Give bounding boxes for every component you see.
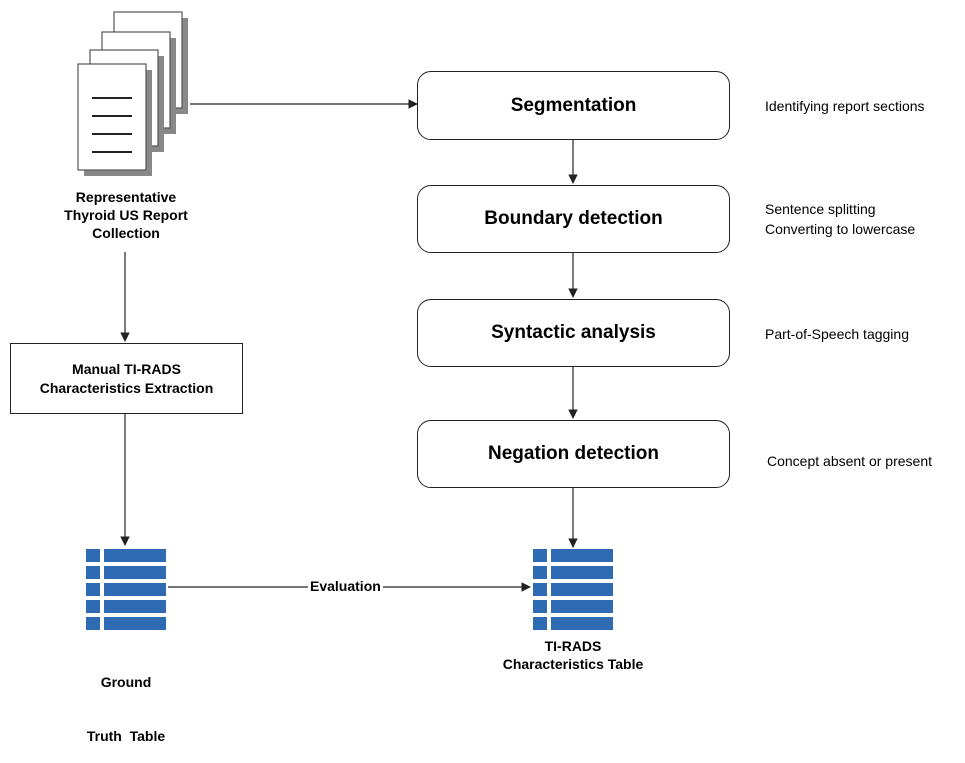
note-boundary-detection: Sentence splitting Converting to lowerca… xyxy=(765,199,915,239)
result-caption-line: Characteristics Table xyxy=(502,656,644,672)
result-caption: TI-RADS Characteristics Table xyxy=(483,637,663,673)
manual-label-line: Characteristics Extraction xyxy=(39,379,214,396)
step-label: Segmentation xyxy=(510,94,637,116)
result-caption-line: TI-RADS xyxy=(544,638,602,654)
ground-truth-table-icon xyxy=(86,549,166,630)
ground-truth-caption-line: Truth Table xyxy=(86,728,166,744)
step-label: Negation detection xyxy=(487,443,659,464)
step-boundary-detection: Boundary detection xyxy=(417,185,730,253)
step-syntactic-analysis: Syntactic analysis xyxy=(417,299,730,367)
note-negation-detection: Concept absent or present xyxy=(767,451,932,471)
evaluation-label: Evaluation xyxy=(308,578,383,594)
note-line: Sentence splitting xyxy=(765,201,876,217)
manual-extraction-box: Manual TI-RADS Characteristics Extractio… xyxy=(10,343,243,414)
document-stack-icon xyxy=(77,11,188,176)
flow-diagram xyxy=(77,11,613,630)
result-table-icon xyxy=(533,549,613,630)
note-line: Converting to lowercase xyxy=(765,221,916,237)
manual-label-line: Manual TI-RADS xyxy=(72,360,181,377)
source-caption-line: Thyroid US Report xyxy=(64,207,188,223)
note-segmentation: Identifying report sections xyxy=(765,96,925,116)
ground-truth-caption-line: Ground xyxy=(100,674,152,690)
note-syntactic-analysis: Part-of-Speech tagging xyxy=(765,324,909,344)
step-label: Syntactic analysis xyxy=(491,322,656,343)
note-line: Identifying report sections xyxy=(765,98,925,114)
note-line: Concept absent or present xyxy=(767,453,932,469)
source-caption: Representative Thyroid US Report Collect… xyxy=(40,188,212,242)
note-line: Part-of-Speech tagging xyxy=(765,326,909,342)
step-label: Boundary detection xyxy=(484,208,663,229)
ground-truth-caption: Ground Truth Table xyxy=(56,637,196,763)
source-caption-line: Representative xyxy=(75,189,177,205)
step-segmentation: Segmentation xyxy=(417,71,730,140)
step-negation-detection: Negation detection xyxy=(417,420,730,488)
source-caption-line: Collection xyxy=(92,225,160,241)
